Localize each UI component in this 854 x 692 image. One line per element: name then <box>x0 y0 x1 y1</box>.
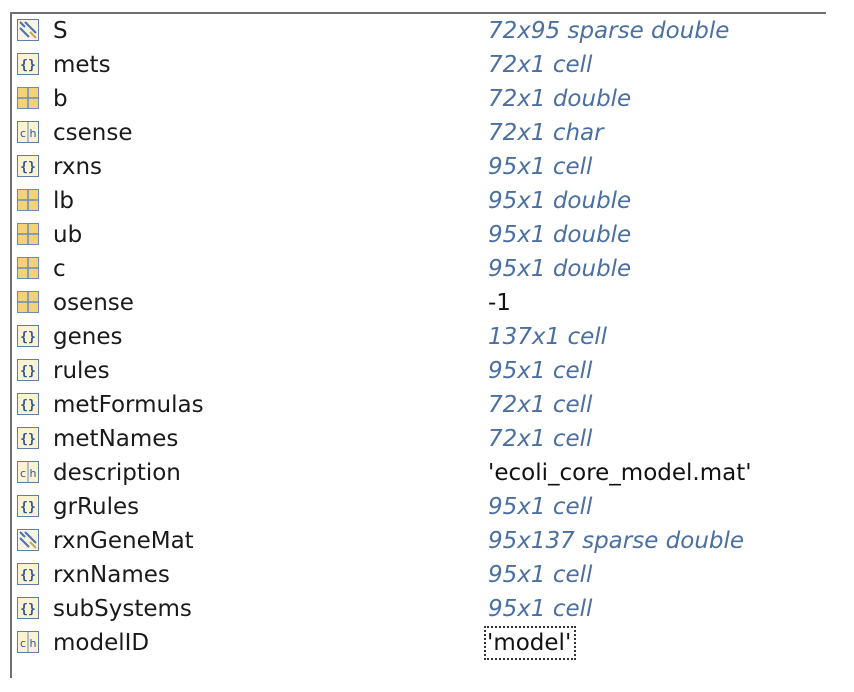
sparse-icon <box>17 529 39 551</box>
variable-name[interactable]: modelID <box>53 630 150 656</box>
cell-icon: {} <box>17 155 39 177</box>
variable-row[interactable]: c 95x1 double <box>14 252 826 286</box>
variable-list: S 72x95 sparse double {} mets 72x1 cell b 72x1… <box>14 14 826 660</box>
matrix-icon <box>17 223 39 245</box>
variable-name[interactable]: subSystems <box>53 596 192 622</box>
variable-name[interactable]: csense <box>53 120 133 146</box>
variable-value[interactable]: 95x137 sparse double <box>488 528 745 554</box>
variable-value[interactable]: 95x1 double <box>488 256 632 282</box>
variable-name[interactable]: c <box>53 256 66 282</box>
svg-text:c: c <box>20 467 26 480</box>
variable-row[interactable]: {} metNames 72x1 cell <box>14 422 826 456</box>
variable-name[interactable]: rxnGeneMat <box>53 528 194 554</box>
variable-name[interactable]: metNames <box>53 426 179 452</box>
svg-text:h: h <box>30 127 37 140</box>
variable-value[interactable]: 95x1 cell <box>488 562 593 588</box>
cell-icon: {} <box>17 325 39 347</box>
variable-value[interactable]: 72x1 cell <box>488 426 593 452</box>
variable-value[interactable]: 72x95 sparse double <box>488 18 730 44</box>
variable-name[interactable]: grRules <box>53 494 140 520</box>
variable-value[interactable]: 95x1 cell <box>488 154 593 180</box>
svg-text:c: c <box>20 127 26 140</box>
variable-value[interactable]: 'ecoli_core_model.mat' <box>488 460 752 486</box>
variable-value[interactable]: -1 <box>488 290 511 316</box>
svg-text:c: c <box>20 637 26 650</box>
svg-text:{}: {} <box>20 398 36 413</box>
panel-left-border <box>10 12 12 678</box>
svg-text:{}: {} <box>20 500 36 515</box>
variable-name[interactable]: rxns <box>53 154 103 180</box>
variable-row[interactable]: b 72x1 double <box>14 82 826 116</box>
variable-value[interactable]: 95x1 double <box>488 188 632 214</box>
variable-row[interactable]: {} rxnNames 95x1 cell <box>14 558 826 592</box>
cell-icon: {} <box>17 359 39 381</box>
variable-row[interactable]: osense -1 <box>14 286 826 320</box>
sparse-icon <box>17 19 39 41</box>
variable-value[interactable]: 95x1 cell <box>488 494 593 520</box>
variable-row[interactable]: {} rxns 95x1 cell <box>14 150 826 184</box>
variable-value[interactable]: 95x1 double <box>488 222 632 248</box>
variable-name[interactable]: mets <box>53 52 111 78</box>
matrix-icon <box>17 291 39 313</box>
variable-name[interactable]: rxnNames <box>53 562 170 588</box>
variable-row[interactable]: ub 95x1 double <box>14 218 826 252</box>
cell-icon: {} <box>17 393 39 415</box>
cell-icon: {} <box>17 495 39 517</box>
svg-text:{}: {} <box>20 364 36 379</box>
variable-row[interactable]: {} metFormulas 72x1 cell <box>14 388 826 422</box>
variable-row[interactable]: {} rules 95x1 cell <box>14 354 826 388</box>
variable-value[interactable]: 72x1 double <box>488 86 632 112</box>
variable-row[interactable]: rxnGeneMat 95x137 sparse double <box>14 524 826 558</box>
variable-row[interactable]: {} subSystems 95x1 cell <box>14 592 826 626</box>
matrix-icon <box>17 87 39 109</box>
variable-row[interactable]: {} grRules 95x1 cell <box>14 490 826 524</box>
variable-row[interactable]: S 72x95 sparse double <box>14 14 826 48</box>
variable-row[interactable]: {} mets 72x1 cell <box>14 48 826 82</box>
matrix-icon <box>17 189 39 211</box>
cell-icon: {} <box>17 563 39 585</box>
variable-value[interactable]: 72x1 cell <box>488 52 593 78</box>
variable-value[interactable]: 72x1 cell <box>488 392 593 418</box>
variable-name[interactable]: rules <box>53 358 110 384</box>
cell-icon: {} <box>17 53 39 75</box>
svg-text:h: h <box>30 467 37 480</box>
svg-text:{}: {} <box>20 432 36 447</box>
variable-row[interactable]: {} genes 137x1 cell <box>14 320 826 354</box>
svg-text:{}: {} <box>20 330 36 345</box>
variable-value[interactable]: 95x1 cell <box>488 596 593 622</box>
svg-text:h: h <box>30 637 37 650</box>
variable-name[interactable]: osense <box>53 290 134 316</box>
variable-name[interactable]: description <box>53 460 181 486</box>
svg-text:{}: {} <box>20 602 36 617</box>
matrix-icon <box>17 257 39 279</box>
svg-text:{}: {} <box>20 58 36 73</box>
variable-name[interactable]: S <box>53 18 68 44</box>
variable-name[interactable]: ub <box>53 222 83 248</box>
svg-text:{}: {} <box>20 160 36 175</box>
variable-value[interactable]: 'model' <box>483 626 577 660</box>
variable-value[interactable]: 137x1 cell <box>488 324 608 350</box>
variable-name[interactable]: metFormulas <box>53 392 204 418</box>
variable-name[interactable]: b <box>53 86 68 112</box>
variable-value[interactable]: 95x1 cell <box>488 358 593 384</box>
panel-top-border <box>10 12 826 14</box>
cell-icon: {} <box>17 427 39 449</box>
variable-row[interactable]: lb 95x1 double <box>14 184 826 218</box>
svg-text:{}: {} <box>20 568 36 583</box>
variable-name[interactable]: genes <box>53 324 123 350</box>
variable-value[interactable]: 72x1 char <box>488 120 604 146</box>
cell-icon: {} <box>17 597 39 619</box>
variable-name[interactable]: lb <box>53 188 74 214</box>
